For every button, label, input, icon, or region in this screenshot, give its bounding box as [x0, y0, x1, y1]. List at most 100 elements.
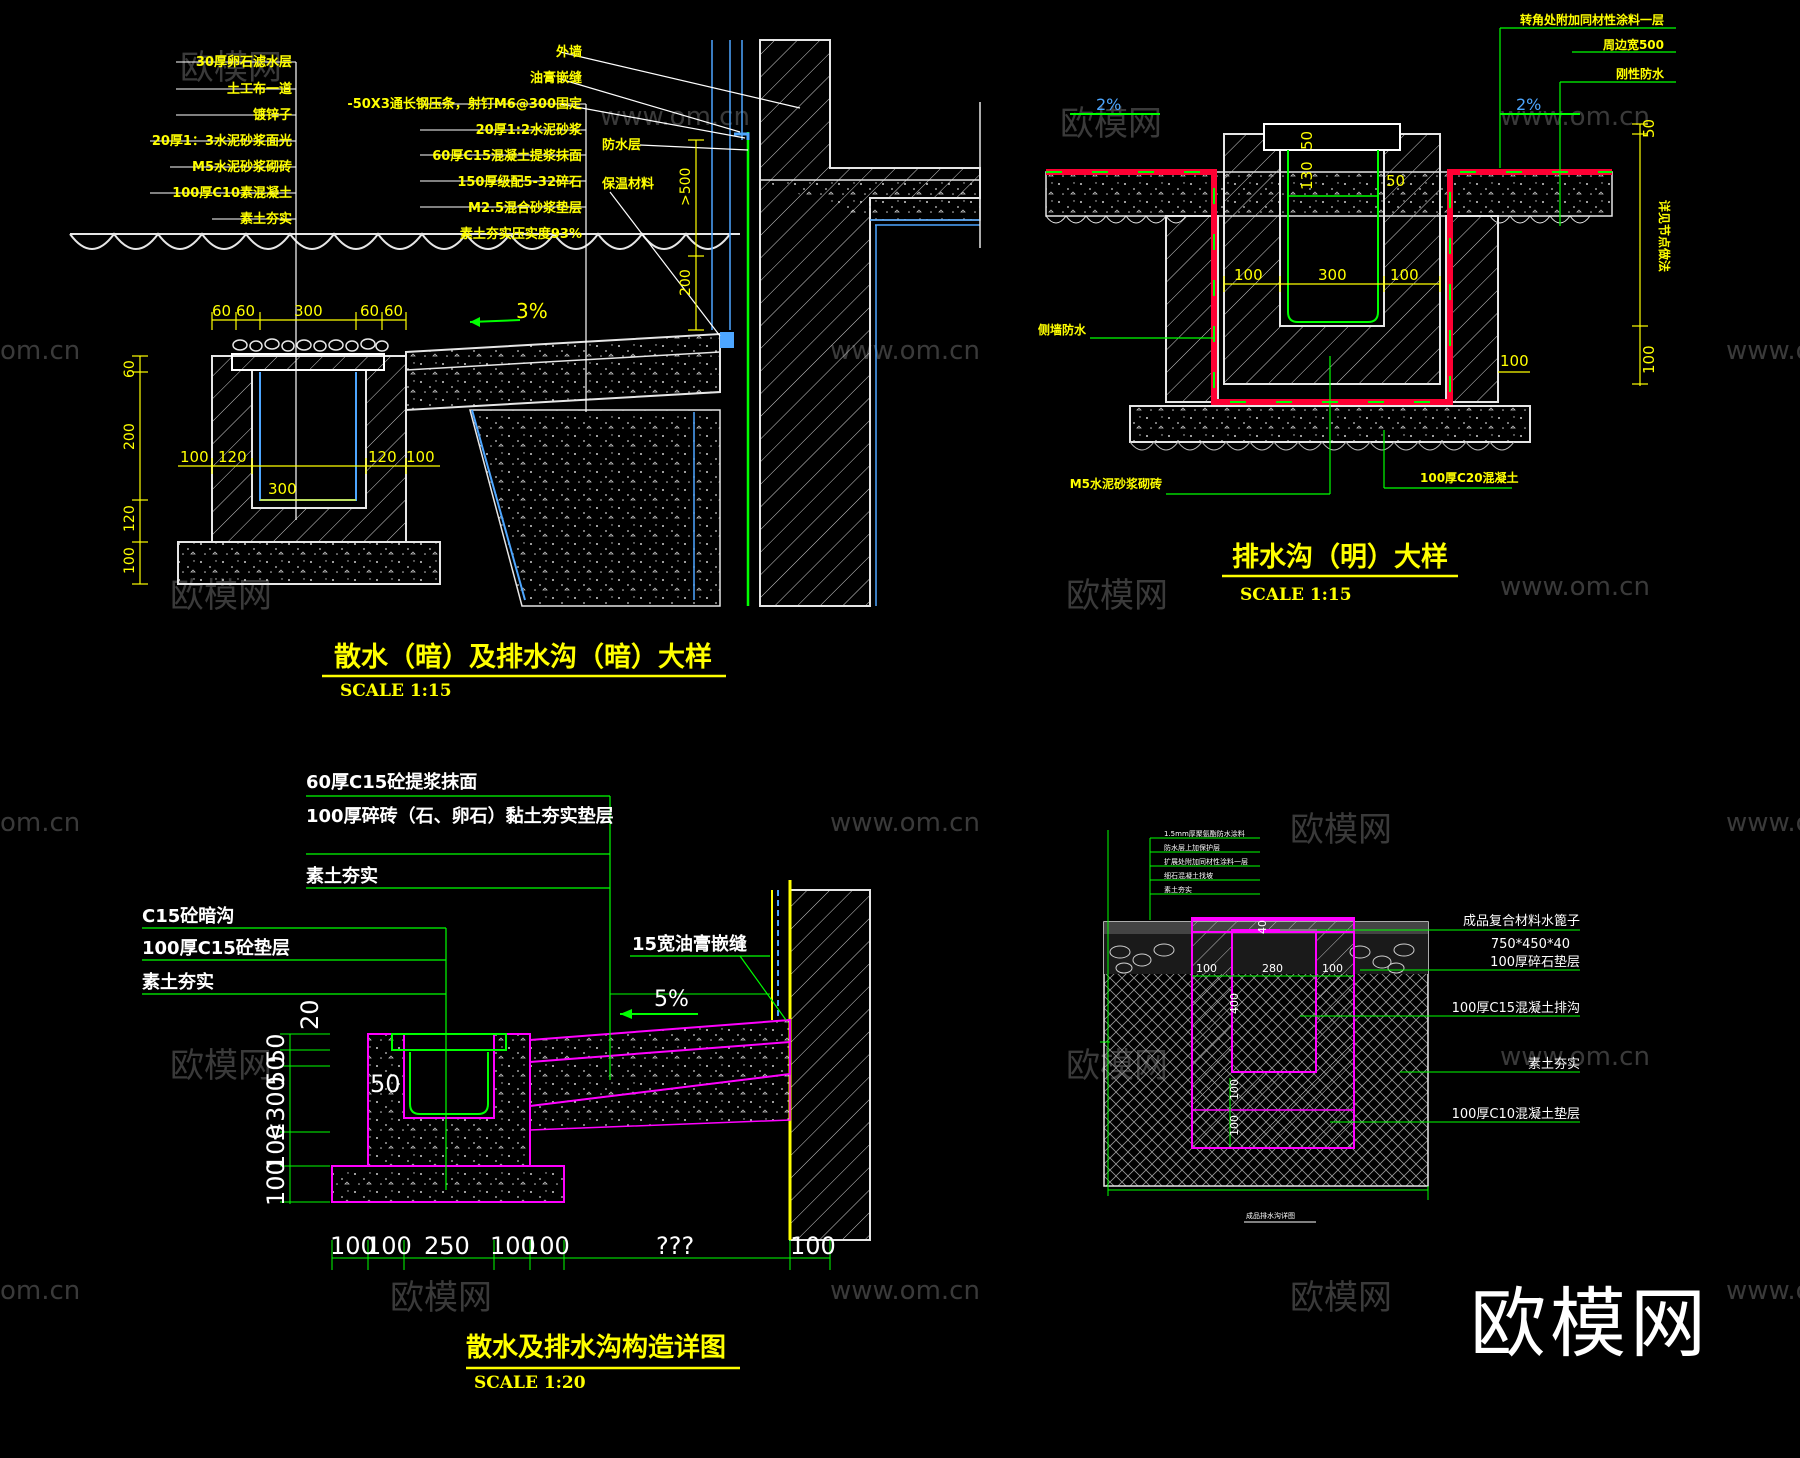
dim: ≤300: [262, 1076, 290, 1142]
label-rigid-waterproof: 刚性防水: [1616, 66, 1665, 81]
label-insulation: 保温材料: [601, 176, 654, 192]
dim: 50: [370, 1070, 401, 1098]
foundation-wall: [789, 889, 871, 1241]
slope-5pct: 5%: [654, 987, 689, 1012]
dim: 100: [366, 1232, 412, 1260]
dim: 100: [1390, 266, 1419, 284]
dim: 300: [1318, 266, 1347, 284]
dim: 300: [294, 302, 323, 320]
panel-bottom-left: [142, 795, 871, 1370]
label-c15-cushion: 100厚C15砼垫层: [142, 937, 290, 959]
label-gravel-100: 100厚碎石垫层: [1490, 954, 1580, 970]
dim: 100: [406, 448, 435, 466]
dim: 50: [262, 1055, 290, 1086]
dim: 60: [360, 302, 379, 320]
base-slab: [177, 541, 441, 585]
label-soil-upper: 素土夯实: [306, 865, 378, 887]
label-corner-reinforce: 转角处附加同材性涂料一层: [1520, 12, 1664, 27]
label-soil: 素土夯实: [1528, 1057, 1580, 1072]
label-plain-concrete: 100厚C10素混凝土: [172, 185, 292, 201]
dim: >500: [678, 168, 694, 206]
watermark-logo: 欧模网: [1060, 104, 1162, 144]
dim: 50: [262, 1033, 290, 1064]
panel-top-left: [69, 39, 981, 678]
dim: 100: [490, 1232, 536, 1260]
dim: 100: [180, 448, 209, 466]
dim: 100: [524, 1232, 570, 1260]
annotations: 30厚卵石滤水层 土工布一道 镀锌子 20厚1：3水泥砂浆面光 M5水泥砂浆砌砖…: [122, 12, 1672, 1393]
label-mixed-mortar: M2.5混合砂浆垫层: [468, 200, 582, 216]
watermark-url: www.om.cn: [1500, 572, 1650, 602]
label-mortar: 20厚1:2水泥砂浆: [476, 122, 583, 138]
dim: ???: [656, 1232, 694, 1260]
dim: 100: [262, 1124, 290, 1170]
label-galvanized: 镀锌子: [253, 107, 292, 123]
watermark-url: www.om.cn: [1500, 1042, 1650, 1072]
dim: 100: [1234, 266, 1263, 284]
trench-c15: [367, 1033, 531, 1167]
gravel-fill: [469, 409, 721, 607]
label-waterproof: 防水层: [602, 137, 641, 153]
watermark-url: om.cn: [0, 336, 81, 366]
label-compacted-soil: 素土夯实: [240, 211, 292, 227]
title-top-right: 排水沟（明）大样: [1232, 541, 1448, 573]
scale-bottom-left: SCALE 1:20: [474, 1373, 586, 1393]
c15-cushion: [331, 1165, 565, 1203]
dim: 200: [122, 423, 138, 450]
tiny-label: 细石混凝土找坡: [1164, 871, 1213, 880]
label-steel-strip: -50X3通长钢压条，射钉M6@300固定: [347, 96, 582, 112]
label-crushed-stone: 150厚级配5-32碎石: [457, 174, 582, 190]
tiny-label: 扩展处附加同材性涂料一层: [1164, 857, 1248, 866]
watermark-logo: 欧模网: [390, 1278, 492, 1318]
watermark-logo: 欧模网: [1066, 576, 1168, 616]
dim: 100: [330, 1232, 376, 1260]
label-brick-m5: M5水泥砂浆砌砖: [1070, 476, 1162, 491]
dim: 100: [1196, 962, 1217, 975]
dim: 200: [678, 269, 694, 296]
dim: 100: [790, 1232, 836, 1260]
dim: 250: [424, 1232, 470, 1260]
watermark-logo: 欧模网: [170, 1046, 272, 1086]
dim: 50: [1640, 119, 1658, 138]
label-soil-lower: 素土夯实: [142, 971, 214, 993]
title-bottom-left: 散水及排水沟构造详图: [466, 1332, 726, 1363]
label-c15-trench: C15砼暗沟: [142, 905, 234, 927]
caption-bottom-right: 成品排水沟详图: [1246, 1211, 1295, 1220]
label-exterior-wall: 外墙: [555, 44, 582, 60]
panel-top-right: [1045, 27, 1676, 578]
panel-bottom-right: [1100, 830, 1580, 1223]
watermark-url: www.om.: [1726, 808, 1800, 838]
dimension-lines: [132, 139, 704, 585]
dim: 60: [236, 302, 255, 320]
trench-grating: [231, 353, 385, 371]
dim: 100: [122, 547, 138, 574]
apron-layers: [405, 332, 721, 412]
label-geotextile: 土工布一道: [227, 81, 292, 97]
dim: 100: [1322, 962, 1343, 975]
slope-3pct: 3%: [516, 299, 548, 323]
tiny-label: 1.5mm厚聚氨酯防水涂料: [1164, 829, 1245, 838]
watermark-url: www.om.cn: [1500, 102, 1650, 132]
dim: 100: [262, 1160, 290, 1206]
watermark-logo: 欧模网: [1290, 1278, 1392, 1318]
ground-line-arches: [69, 232, 740, 250]
slope-left: 2%: [1096, 95, 1121, 114]
watermark-url: www.om.cn: [830, 808, 980, 838]
label-ointment-15: 15宽油膏嵌缝: [632, 933, 747, 955]
dim: 100: [1228, 1079, 1241, 1100]
label-gravel-filter: 30厚卵石滤水层: [196, 54, 292, 70]
drain-grating: [1263, 123, 1401, 151]
dim: 280: [1262, 962, 1283, 975]
watermark-logo: 欧模网: [1290, 810, 1392, 850]
tiny-label: 素土夯实: [1164, 885, 1192, 894]
label-c15-finish: 60厚C15砼提浆抹面: [306, 771, 477, 793]
watermark-url: www.om.cn: [830, 1276, 980, 1306]
label-mortar-finish: 20厚1：3水泥砂浆面光: [152, 133, 292, 149]
label-grate-size: 750*450*40: [1491, 937, 1570, 952]
dim: 60: [212, 302, 231, 320]
label-composite-grate: 成品复合材料水篦子: [1463, 914, 1580, 929]
sealant-block: [720, 332, 734, 348]
composite-grate: [1191, 917, 1355, 933]
label-side-waterproof: 侧墙防水: [1038, 322, 1087, 337]
scale-top-right: SCALE 1:15: [1240, 585, 1352, 605]
